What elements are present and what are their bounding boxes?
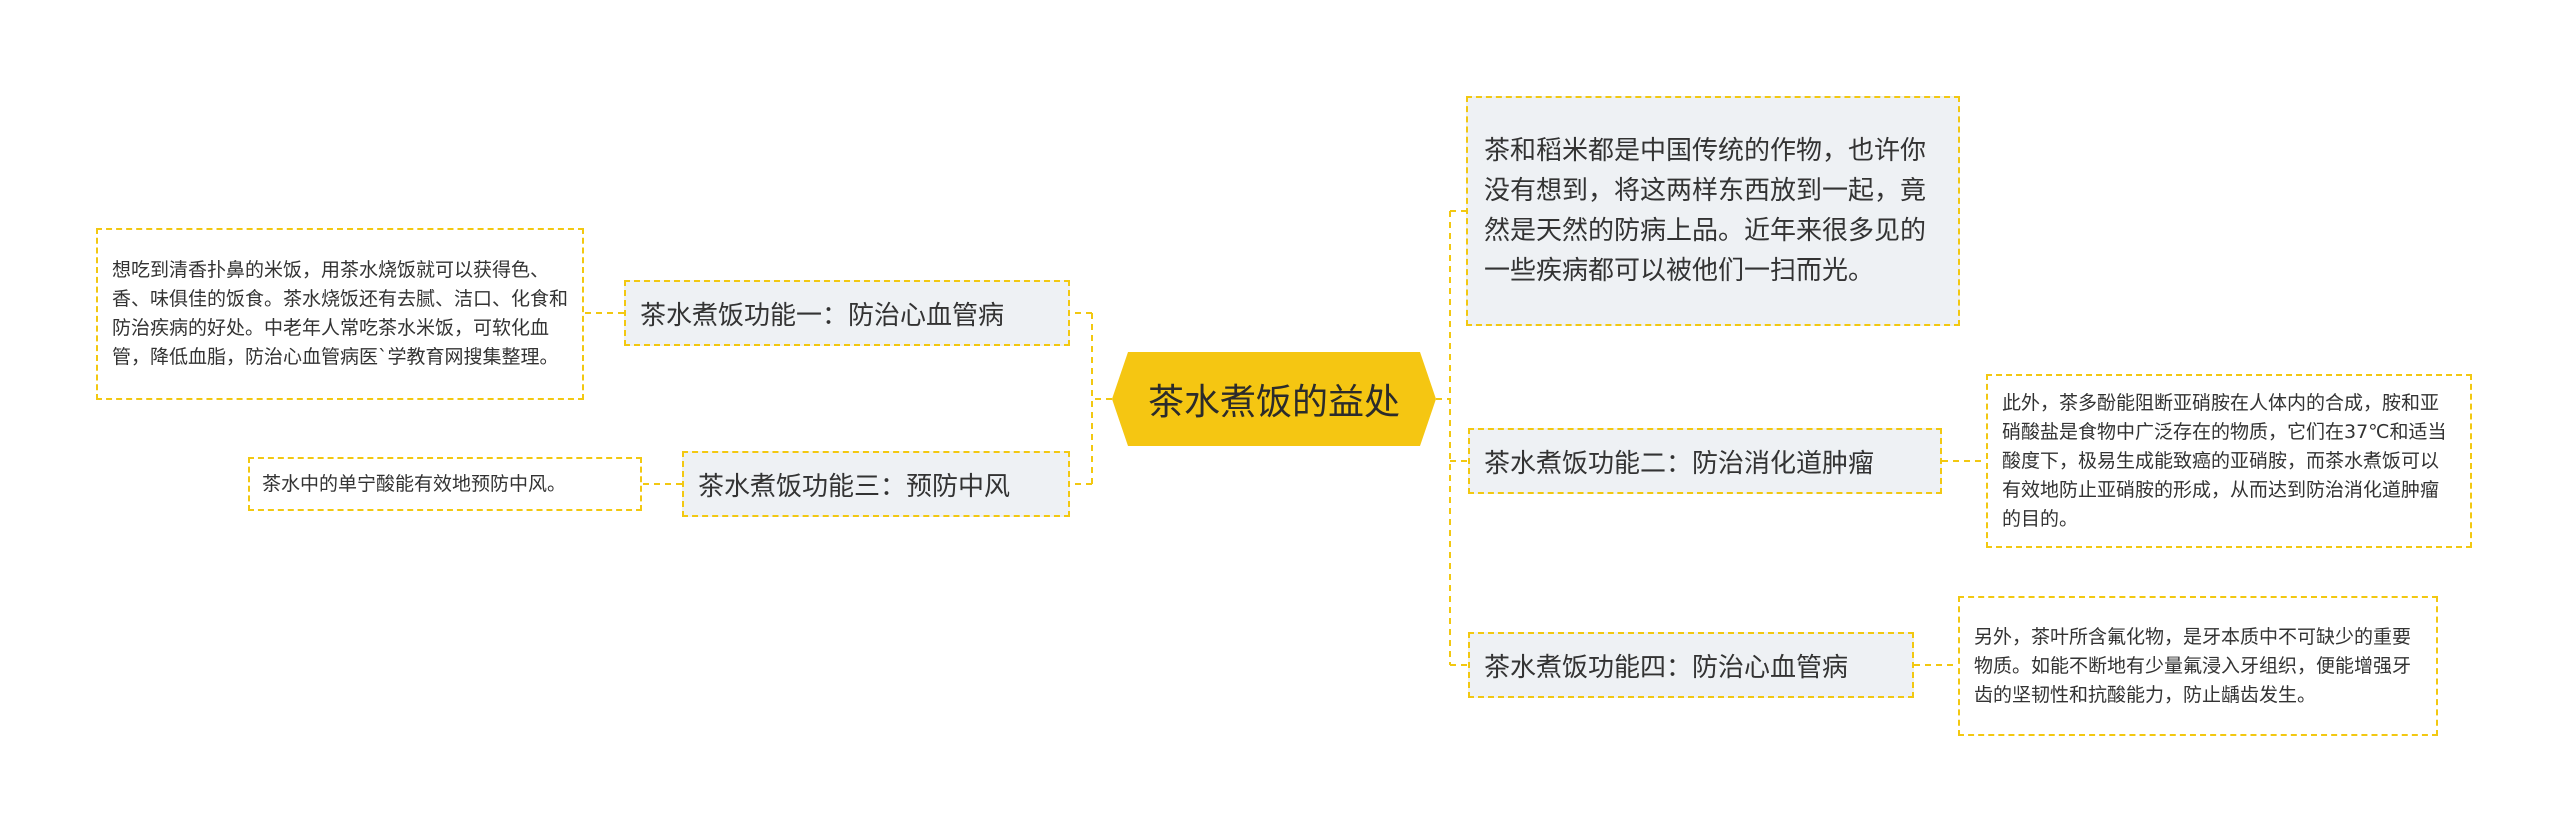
- detail-function-one[interactable]: 想吃到清香扑鼻的米饭，用茶水烧饭就可以获得色、香、味俱佳的饭食。茶水烧饭还有去腻…: [96, 228, 584, 400]
- branch-function-two[interactable]: 茶水煮饭功能二：防治消化道肿瘤: [1468, 428, 1942, 494]
- detail-function-four-text: 另外，茶叶所含氟化物，是牙本质中不可缺少的重要物质。如能不断地有少量氟浸入牙组织…: [1974, 625, 2412, 706]
- detail-function-three[interactable]: 茶水中的单宁酸能有效地预防中风。: [248, 457, 642, 511]
- branch-function-four-label: 茶水煮饭功能四：防治心血管病: [1484, 652, 1849, 683]
- intro-text: 茶和稻米都是中国传统的作物，也许你没有想到，将这两样东西放到一起，竟然是天然的防…: [1484, 136, 1927, 286]
- root-topic-label: 茶水煮饭的益处: [1147, 382, 1400, 423]
- detail-function-one-text: 想吃到清香扑鼻的米饭，用茶水烧饭就可以获得色、香、味俱佳的饭食。茶水烧饭还有去腻…: [112, 259, 569, 368]
- branch-function-one-label: 茶水煮饭功能一：防治心血管病: [640, 300, 1005, 331]
- detail-function-two[interactable]: 此外，茶多酚能阻断亚硝胺在人体内的合成，胺和亚硝酸盐是食物中广泛存在的物质，它们…: [1986, 374, 2472, 548]
- branch-function-three-label: 茶水煮饭功能三：预防中风: [698, 471, 1011, 502]
- intro-topic[interactable]: 茶和稻米都是中国传统的作物，也许你没有想到，将这两样东西放到一起，竟然是天然的防…: [1466, 96, 1960, 326]
- detail-function-two-text: 此外，茶多酚能阻断亚硝胺在人体内的合成，胺和亚硝酸盐是食物中广泛存在的物质，它们…: [2002, 391, 2447, 530]
- branch-function-four[interactable]: 茶水煮饭功能四：防治心血管病: [1468, 632, 1914, 698]
- branch-function-one[interactable]: 茶水煮饭功能一：防治心血管病: [624, 280, 1070, 346]
- branch-function-three[interactable]: 茶水煮饭功能三：预防中风: [682, 451, 1070, 517]
- branch-function-two-label: 茶水煮饭功能二：防治消化道肿瘤: [1484, 448, 1875, 479]
- detail-function-four[interactable]: 另外，茶叶所含氟化物，是牙本质中不可缺少的重要物质。如能不断地有少量氟浸入牙组织…: [1958, 596, 2438, 736]
- detail-function-three-text: 茶水中的单宁酸能有效地预防中风。: [262, 472, 567, 495]
- root-topic[interactable]: 茶水煮饭的益处: [1112, 352, 1436, 446]
